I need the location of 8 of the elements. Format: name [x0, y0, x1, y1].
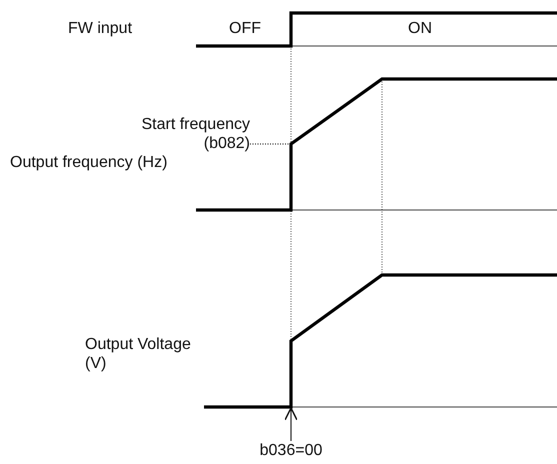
- state-label: ON: [407, 19, 433, 38]
- signal-label: FW input: [68, 19, 134, 38]
- state-label: OFF: [228, 19, 262, 38]
- annotation-label: Start frequency (b082): [98, 115, 250, 153]
- annotation-label: b036=00: [246, 441, 336, 460]
- axis-label: Output Voltage (V): [85, 335, 192, 373]
- axis-label: Output frequency (Hz): [10, 153, 168, 172]
- pointer-arrow: [284, 407, 298, 442]
